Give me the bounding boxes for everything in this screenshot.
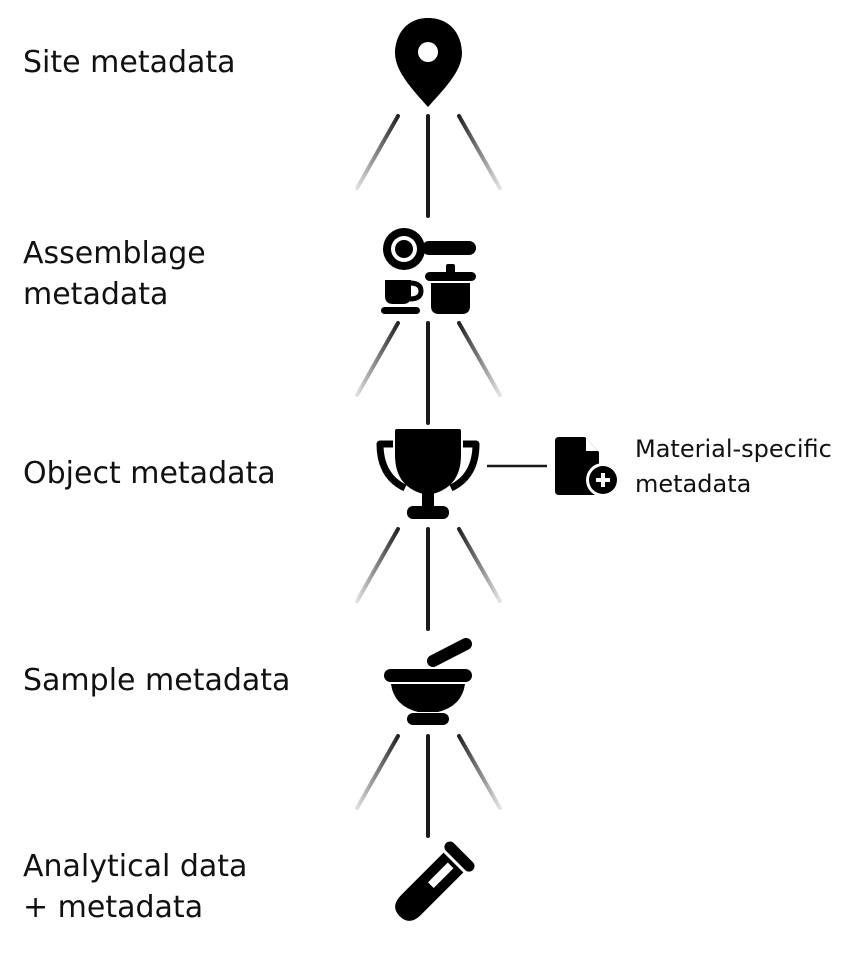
- label-assemblage-metadata: Assemblage metadata: [23, 236, 206, 312]
- label-sample-metadata: Sample metadata: [23, 663, 291, 698]
- mortar-pestle-icon: [384, 638, 472, 725]
- connector-assemblage-object: [355, 321, 502, 425]
- connector-object-sample: [355, 527, 502, 631]
- label-material-specific-metadata: Material-specific metadata: [635, 435, 832, 498]
- label-analytical-data-metadata: Analytical data + metadata: [23, 849, 248, 925]
- file-plus-icon: [555, 437, 620, 497]
- label-object-metadata: Object metadata: [23, 456, 276, 491]
- connector-site-assemblage: [355, 114, 502, 218]
- label-site-metadata: Site metadata: [23, 45, 236, 80]
- test-tube-icon: [395, 841, 475, 921]
- map-pin-icon: [395, 18, 462, 107]
- assemblage-icon: [381, 228, 476, 314]
- trophy-icon: [376, 429, 480, 519]
- connector-sample-analytical: [355, 734, 502, 838]
